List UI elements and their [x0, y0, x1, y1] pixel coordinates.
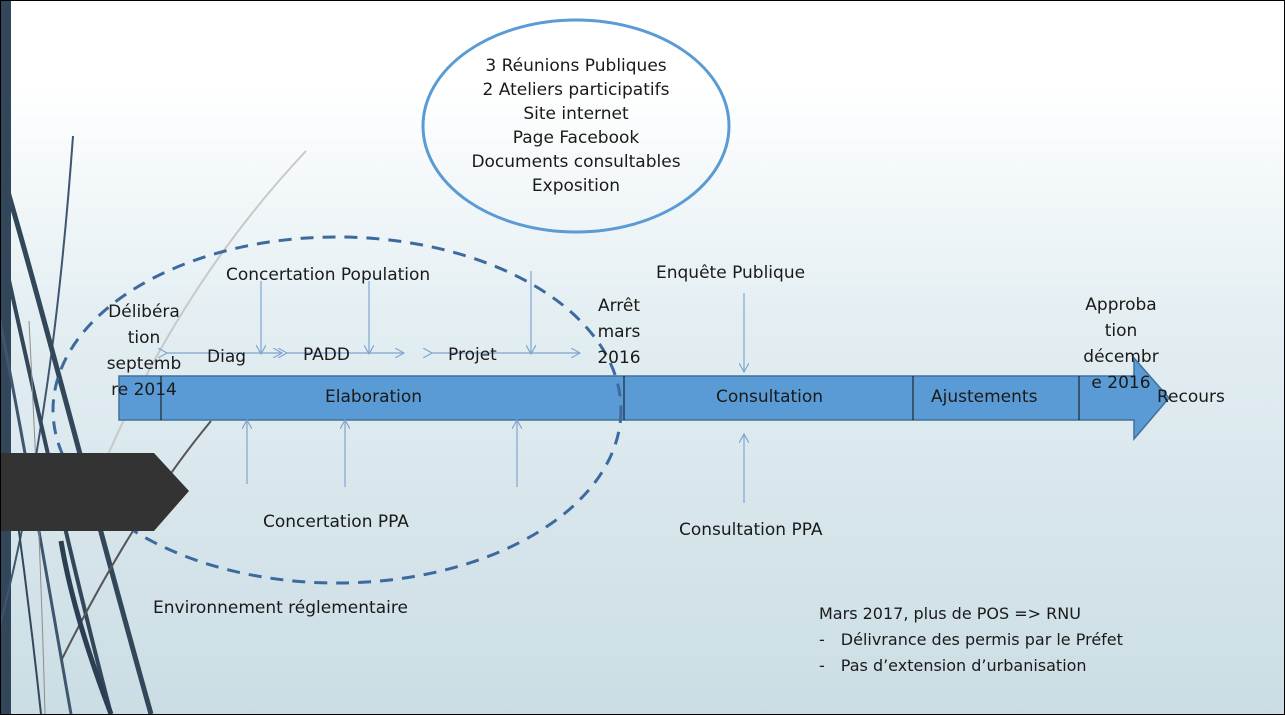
circle-item: Page Facebook — [512, 128, 640, 148]
rnu-note: Mars 2017, plus de POS => RNU -Délivranc… — [819, 601, 1123, 679]
circle-item: 3 Réunions Publiques — [485, 56, 667, 76]
circle-item: 2 Ateliers participatifs — [482, 80, 670, 100]
subphase-padd: PADD — [303, 345, 350, 365]
note-heading: Mars 2017, plus de POS => RNU — [819, 604, 1081, 623]
communication-circle — [421, 18, 731, 234]
input-arrows — [247, 271, 744, 503]
subphase-diag: Diag — [207, 347, 247, 367]
phase-consultation: Consultation — [716, 387, 824, 407]
approbation-milestone: Approba tion décembr e 2016 — [1083, 295, 1159, 393]
concertation-ppa-label: Concertation PPA — [263, 512, 409, 532]
concertation-population-label: Concertation Population — [226, 265, 431, 285]
communication-list: 3 Réunions Publiques 2 Ateliers particip… — [471, 54, 681, 198]
enquete-publique-label: Enquête Publique — [656, 263, 806, 283]
consultation-ppa-label: Consultation PPA — [679, 520, 823, 540]
subphase-projet: Projet — [448, 345, 497, 365]
environnement-label: Environnement réglementaire — [153, 598, 408, 618]
concertation-dashed-oval — [51, 235, 623, 585]
note-bullet: -Pas d’extension d’urbanisation — [819, 656, 1087, 675]
phase-elaboration: Elaboration — [325, 387, 423, 407]
arret-milestone: Arrêt mars 2016 — [597, 296, 641, 368]
note-bullet: -Délivrance des permis par le Préfet — [819, 630, 1123, 649]
phase-ajustements: Ajustements — [931, 387, 1038, 407]
circle-item: Exposition — [531, 176, 621, 196]
phase-recours: Recours — [1157, 387, 1225, 407]
timeline-arrow-body — [118, 356, 1170, 442]
circle-item: Site internet — [523, 104, 629, 124]
start-milestone: Délibéra tion septemb re 2014 — [106, 302, 182, 400]
circle-item: Documents consultables — [471, 152, 681, 172]
